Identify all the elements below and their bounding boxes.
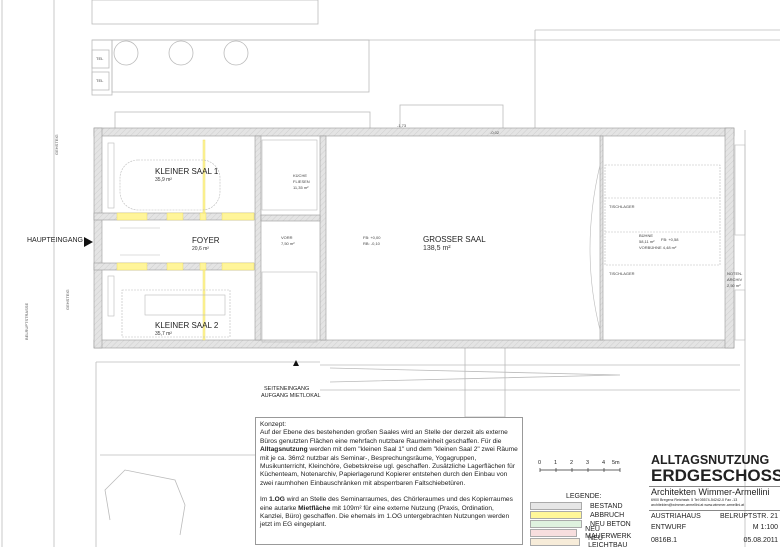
room-notenarchiv: NOTEN- <box>727 271 743 276</box>
legend-swatch <box>530 511 582 519</box>
room-area: 2,50 m² <box>727 283 741 288</box>
concept-paragraph-1: Auf der Ebene des bestehenden großen Saa… <box>260 429 518 487</box>
legend-swatch <box>530 538 581 546</box>
drawing-number: 0816B.1 <box>651 537 678 544</box>
room-kleiner-saal-2: KLEINER SAAL 2 <box>155 321 219 330</box>
main-entrance-label: HAUPTEINGANG <box>27 237 84 244</box>
room-area: 138,5 m² <box>423 245 451 252</box>
project-street: BELRUPTSTR. 21 <box>720 513 778 520</box>
room-foyer: FOYER <box>192 236 220 245</box>
legend-title: LEGENDE: <box>566 493 602 500</box>
concept-heading: Konzept: <box>260 421 287 428</box>
side-entrance-label: AUFGANG MIETLOKAL <box>261 393 321 399</box>
drawing-subtitle: ERDGESCHOSS <box>651 466 780 485</box>
legend-item-neu-leichtbau: NEU LEICHTBAU <box>530 535 642 547</box>
concept-paragraph-2: Im 1.OG wird an Stelle des Seminarraumes… <box>260 496 513 529</box>
room-vorbuehne: VORBÜHNE 4,48 m² <box>639 245 677 250</box>
scale-tick: 5m <box>612 460 620 466</box>
street-label: BELRUPTSTRASSE <box>24 302 29 340</box>
level-fb: FB: +0,00 <box>363 235 381 240</box>
divider <box>649 486 780 487</box>
room-tischlager: TISCHLAGER <box>609 204 635 209</box>
room-notenarchiv: ARCHIV <box>727 277 743 282</box>
legend-item-neu-beton: NEU BETON <box>530 520 631 528</box>
architect-firm: Architekten Wimmer-Armellini <box>651 487 770 497</box>
room-grosser-saal: GROSSER SAAL <box>423 235 486 244</box>
drawing-date: 05.08.2011 <box>743 537 778 544</box>
legend-swatch <box>530 520 582 528</box>
level-buehne: FB: +0,58 <box>661 237 679 242</box>
level-label: -0,02 <box>490 130 500 135</box>
tel-label: TEL <box>96 56 104 61</box>
room-area: 58,11 m² <box>639 239 655 244</box>
title-block: ALLTAGSNUTZUNG ERDGESCHOSS Architekten W… <box>645 452 780 547</box>
scale-tick: 4 <box>602 460 606 466</box>
concept-text-box: Konzept: Auf der Ebene des bestehenden g… <box>255 417 523 545</box>
room-area: 11,35 m² <box>293 185 309 190</box>
legend-item-neu-mauerwerk: NEU MAUERWERK <box>530 526 642 540</box>
room-tischlager: TISCHLAGER <box>609 271 635 276</box>
project-phase: ENTWURF <box>651 524 686 531</box>
legend-item-bestand: BESTAND <box>530 502 623 510</box>
project-name: AUSTRIAHAUS <box>651 513 701 520</box>
room-kueche: KÜCHE <box>293 173 308 178</box>
room-area: 35,7 m² <box>155 331 172 337</box>
sidewalk-label: GEHSTEIG <box>65 289 70 310</box>
legend-swatch <box>530 529 578 537</box>
level-label: -1,73 <box>397 123 407 128</box>
room-area: 35,9 m² <box>155 177 172 183</box>
scale-tick: 2 <box>570 460 574 466</box>
room-area: 20,6 m² <box>192 246 209 252</box>
scale-tick: 1 <box>554 460 558 466</box>
room-kueche-floor: FLIESEN <box>293 179 310 184</box>
tel-label: TEL <box>96 78 104 83</box>
sidewalk-label: GEHSTEIG <box>54 134 59 155</box>
architect-address: 6900 Bregenz Reichsstr. 5 Tel 05574-5424… <box>651 498 738 502</box>
drawing-scale: M 1:100 <box>752 524 778 531</box>
room-area: 7,50 m² <box>281 241 295 246</box>
scale-tick: 0 <box>538 460 542 466</box>
drawing-title: ALLTAGSNUTZUNG <box>651 453 770 467</box>
main-entrance-arrow-icon <box>84 237 93 247</box>
scale-bar <box>539 468 621 472</box>
level-rb: RB: -0,10 <box>363 241 380 246</box>
architect-web: architekten@wimmer-armellini.at www.wimm… <box>651 503 745 507</box>
legend-swatch <box>530 502 582 510</box>
room-buehne: BÜHNE <box>639 233 654 238</box>
divider <box>649 510 780 511</box>
side-entrance-label: SEITENEINGANG <box>264 386 310 392</box>
legend-item-abbruch: ABBRUCH <box>530 511 624 519</box>
scale-tick: 3 <box>586 460 590 466</box>
side-entrance-arrow-icon <box>293 360 299 366</box>
room-kleiner-saal-1: KLEINER SAAL 1 <box>155 167 219 176</box>
room-vorr: VORR <box>281 235 293 240</box>
